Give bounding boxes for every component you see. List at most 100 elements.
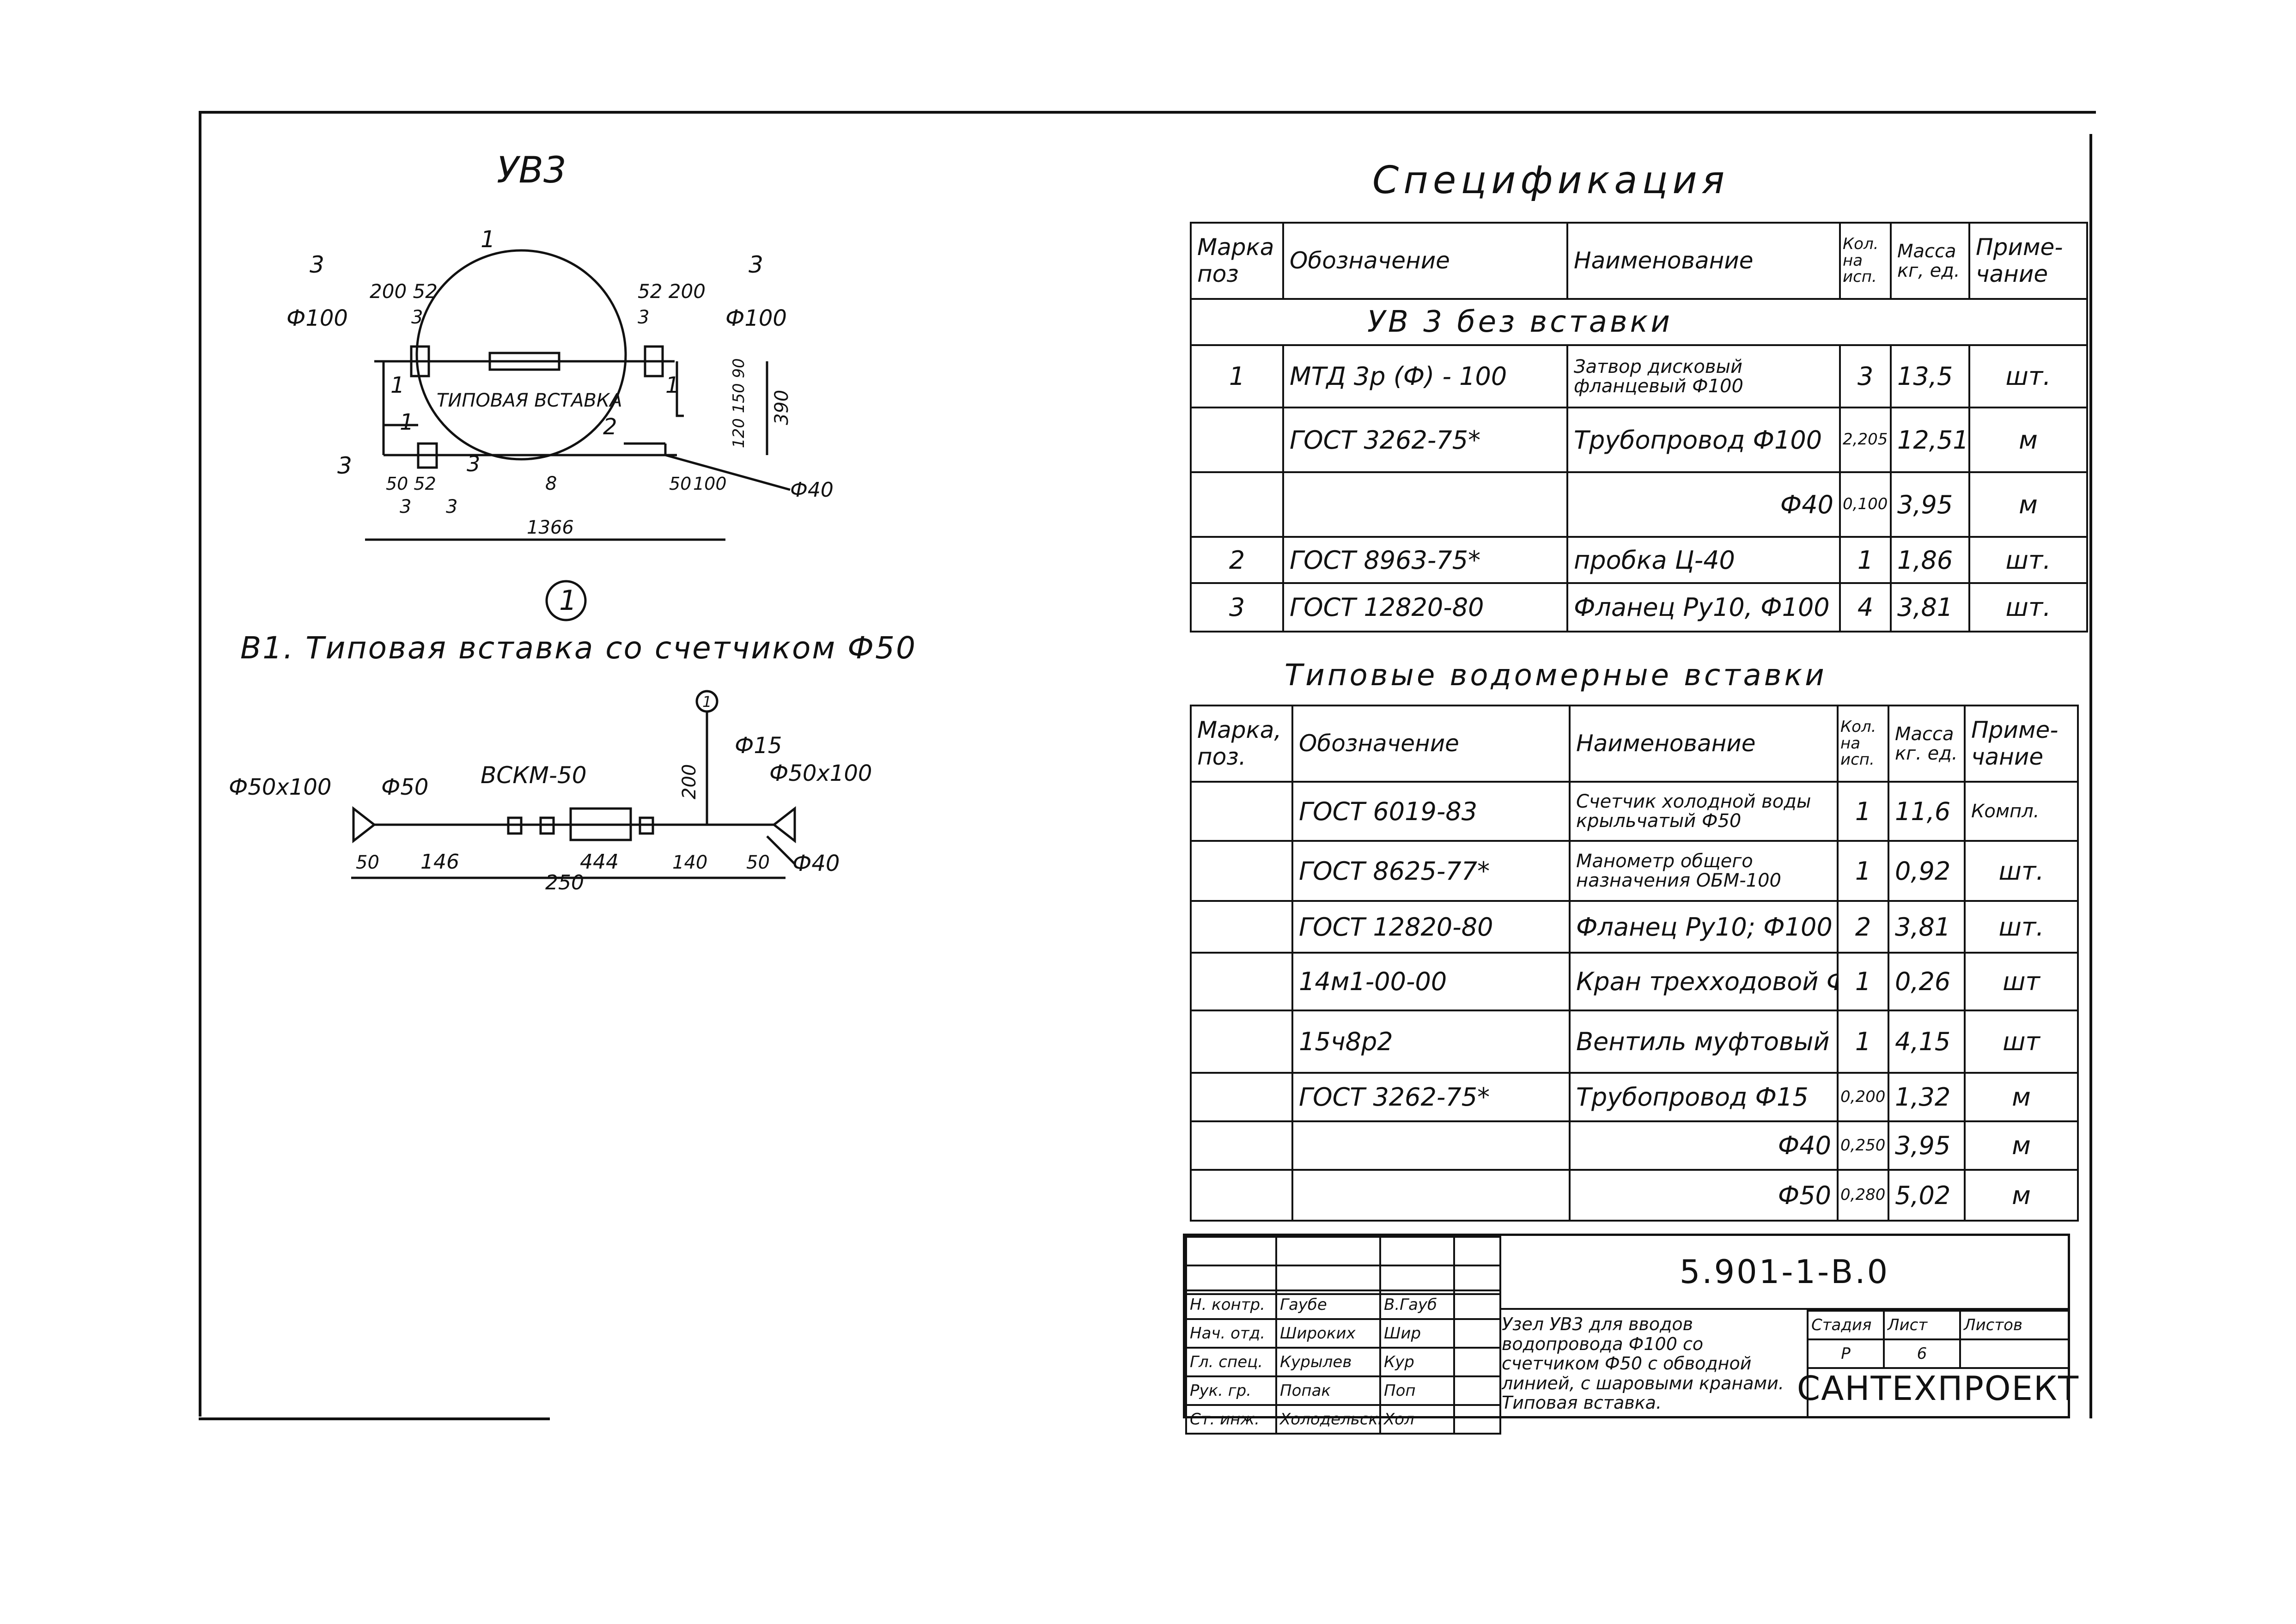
row-kol: 1 xyxy=(1839,536,1892,584)
dim-3-bottom2: 3 xyxy=(446,496,457,517)
dim-50-52: 50 52 xyxy=(386,474,436,494)
row-kol: 1 xyxy=(1837,781,1889,842)
title-block: Н. контр. Гаубе В.Гауб Нач. отд. Широких… xyxy=(1183,1234,2078,1435)
row-kol: 0,200 xyxy=(1837,1072,1889,1122)
row-poz xyxy=(1190,781,1293,842)
signer-role: Рук. гр. xyxy=(1185,1375,1277,1406)
bypass-right xyxy=(676,361,684,417)
row-obozn: ГОСТ 12820-80 xyxy=(1291,900,1571,954)
row-naim: Ф40 xyxy=(1569,1120,1839,1171)
hdr-kol: Кол. на исп. xyxy=(1839,222,1892,300)
insert-label: ТИПОВАЯ ВСТАВКА xyxy=(437,390,622,411)
valve-left xyxy=(410,345,430,377)
phi50x100-left: Ф50х100 xyxy=(229,774,331,800)
spec-title: Спецификация xyxy=(1372,158,1730,202)
dim-250: 250 xyxy=(545,871,584,894)
signer-role: Н. контр. xyxy=(1185,1289,1277,1320)
signer-name: Холодельскина xyxy=(1275,1404,1381,1435)
row-kol: 2 xyxy=(1837,900,1889,954)
row-prim: м xyxy=(1968,471,2088,538)
row-obozn xyxy=(1282,471,1568,538)
row-massa: 0,26 xyxy=(1888,952,1966,1011)
dim-50-right: 50 xyxy=(746,852,770,873)
signer-signature: Шир xyxy=(1379,1318,1455,1349)
title-signers: Н. контр. Гаубе В.Гауб Нач. отд. Широких… xyxy=(1185,1289,1501,1435)
row-obozn: ГОСТ 12820-80 xyxy=(1282,582,1568,633)
row-prim: Компл. xyxy=(1964,781,2079,842)
row-poz xyxy=(1190,840,1293,902)
pos-1-left: 1 xyxy=(390,372,405,398)
phi100-right: Ф100 xyxy=(725,305,787,331)
row-poz: 2 xyxy=(1190,536,1284,584)
row-obozn: ГОСТ 3262-75* xyxy=(1282,407,1568,473)
signer-role: Ст. инж. xyxy=(1185,1404,1277,1435)
signer-row: Н. контр. Гаубе В.Гауб xyxy=(1185,1289,1501,1320)
row-poz xyxy=(1190,1169,1293,1222)
leader-phi40 xyxy=(766,835,796,865)
row-prim: шт. xyxy=(1968,536,2088,584)
section1-title: УВ 3 без вставки xyxy=(1190,298,2088,346)
org-name: САНТЕХПРОЕКТ xyxy=(1797,1361,2078,1416)
circle-mark-text: 1 xyxy=(559,584,577,617)
sheet-frame xyxy=(199,111,2096,1417)
hdr2-naim: Наименование xyxy=(1569,705,1839,783)
dim-50: 50 xyxy=(669,474,691,494)
sheet-frame-bottom xyxy=(199,1417,550,1420)
cone-right xyxy=(772,806,796,844)
dim-200-52-left: 200 52 xyxy=(370,280,438,303)
signer-row: Нач. отд. Широких Шир xyxy=(1185,1318,1501,1349)
phi40-b1: Ф40 xyxy=(792,851,840,876)
dim-vert: 120 150 90 xyxy=(730,358,748,448)
row-prim: шт. xyxy=(1968,582,2088,633)
spec2-header-row: Марка, поз. Обозначение Наименование Кол… xyxy=(1190,705,2079,783)
row-kol: 0,250 xyxy=(1837,1120,1889,1171)
signer-signature: Кур xyxy=(1379,1347,1455,1377)
dim-3-left: 3 xyxy=(411,307,423,328)
row-prim: м xyxy=(1968,407,2088,473)
signer-row: Рук. гр. Попак Поп xyxy=(1185,1375,1501,1406)
list-label: Лист xyxy=(1883,1310,1961,1340)
row-prim: шт xyxy=(1964,1010,2079,1074)
row-massa: 11,6 xyxy=(1888,781,1966,842)
row-naim: Счетчик холодной воды крыльчатый Ф50 xyxy=(1569,781,1839,842)
listov-value xyxy=(1959,1338,2070,1369)
row-naim: Манометр общего назначения ОБМ-100 xyxy=(1569,840,1839,902)
valve-right xyxy=(644,345,664,377)
stadiya-value: Р xyxy=(1807,1338,1885,1369)
row-obozn: ГОСТ 8963-75* xyxy=(1282,536,1568,584)
row-obozn: МТД 3р (Ф) - 100 xyxy=(1282,344,1568,408)
row-naim: Ф40 xyxy=(1566,471,1841,538)
row-naim: Трубопровод Ф15 xyxy=(1569,1072,1839,1122)
pos-3-right: 3 xyxy=(749,251,763,278)
row-poz xyxy=(1190,900,1293,954)
dim-444: 444 xyxy=(580,850,619,874)
row-massa: 1,86 xyxy=(1890,536,1970,584)
row-obozn xyxy=(1291,1169,1571,1222)
row-poz xyxy=(1190,1072,1293,1122)
hdr2-kol: Кол. на исп. xyxy=(1837,705,1889,783)
row-massa: 3,95 xyxy=(1888,1120,1966,1171)
table-row: 15ч8р2 Вентиль муфтовый Ф40 1 4,15 шт xyxy=(1190,1010,2079,1074)
row-naim: пробка Ц-40 xyxy=(1566,536,1841,584)
row-poz: 1 xyxy=(1190,344,1284,408)
row-prim: шт xyxy=(1964,952,2079,1011)
table-row: 1 МТД 3р (Ф) - 100 Затвор дисковый фланц… xyxy=(1190,344,2088,408)
row-kol: 1 xyxy=(1837,1010,1889,1074)
row-kol: 2,205 xyxy=(1839,407,1892,473)
row-massa: 13,5 xyxy=(1890,344,1970,408)
row-naim: Кран трехходовой Ф15 xyxy=(1569,952,1839,1011)
row-naim: Затвор дисковый фланцевый Ф100 xyxy=(1566,344,1841,408)
signer-name: Курылев xyxy=(1275,1347,1381,1377)
meter-body xyxy=(488,352,560,371)
row-kol: 3 xyxy=(1839,344,1892,408)
dim-52-200-right: 52 200 xyxy=(638,280,706,303)
table-row: ГОСТ 6019-83 Счетчик холодной воды крыль… xyxy=(1190,781,2079,842)
spec-table-2: Марка, поз. Обозначение Наименование Кол… xyxy=(1190,705,2079,1222)
table-row: 2 ГОСТ 8963-75* пробка Ц-40 1 1,86 шт. xyxy=(1190,536,2088,584)
row-prim: шт. xyxy=(1964,840,2079,902)
cone-left xyxy=(352,806,377,844)
row-massa: 3,95 xyxy=(1890,471,1970,538)
row-massa: 4,15 xyxy=(1888,1010,1966,1074)
dim-390: 390 xyxy=(771,390,792,425)
signer-role: Нач. отд. xyxy=(1185,1318,1277,1349)
